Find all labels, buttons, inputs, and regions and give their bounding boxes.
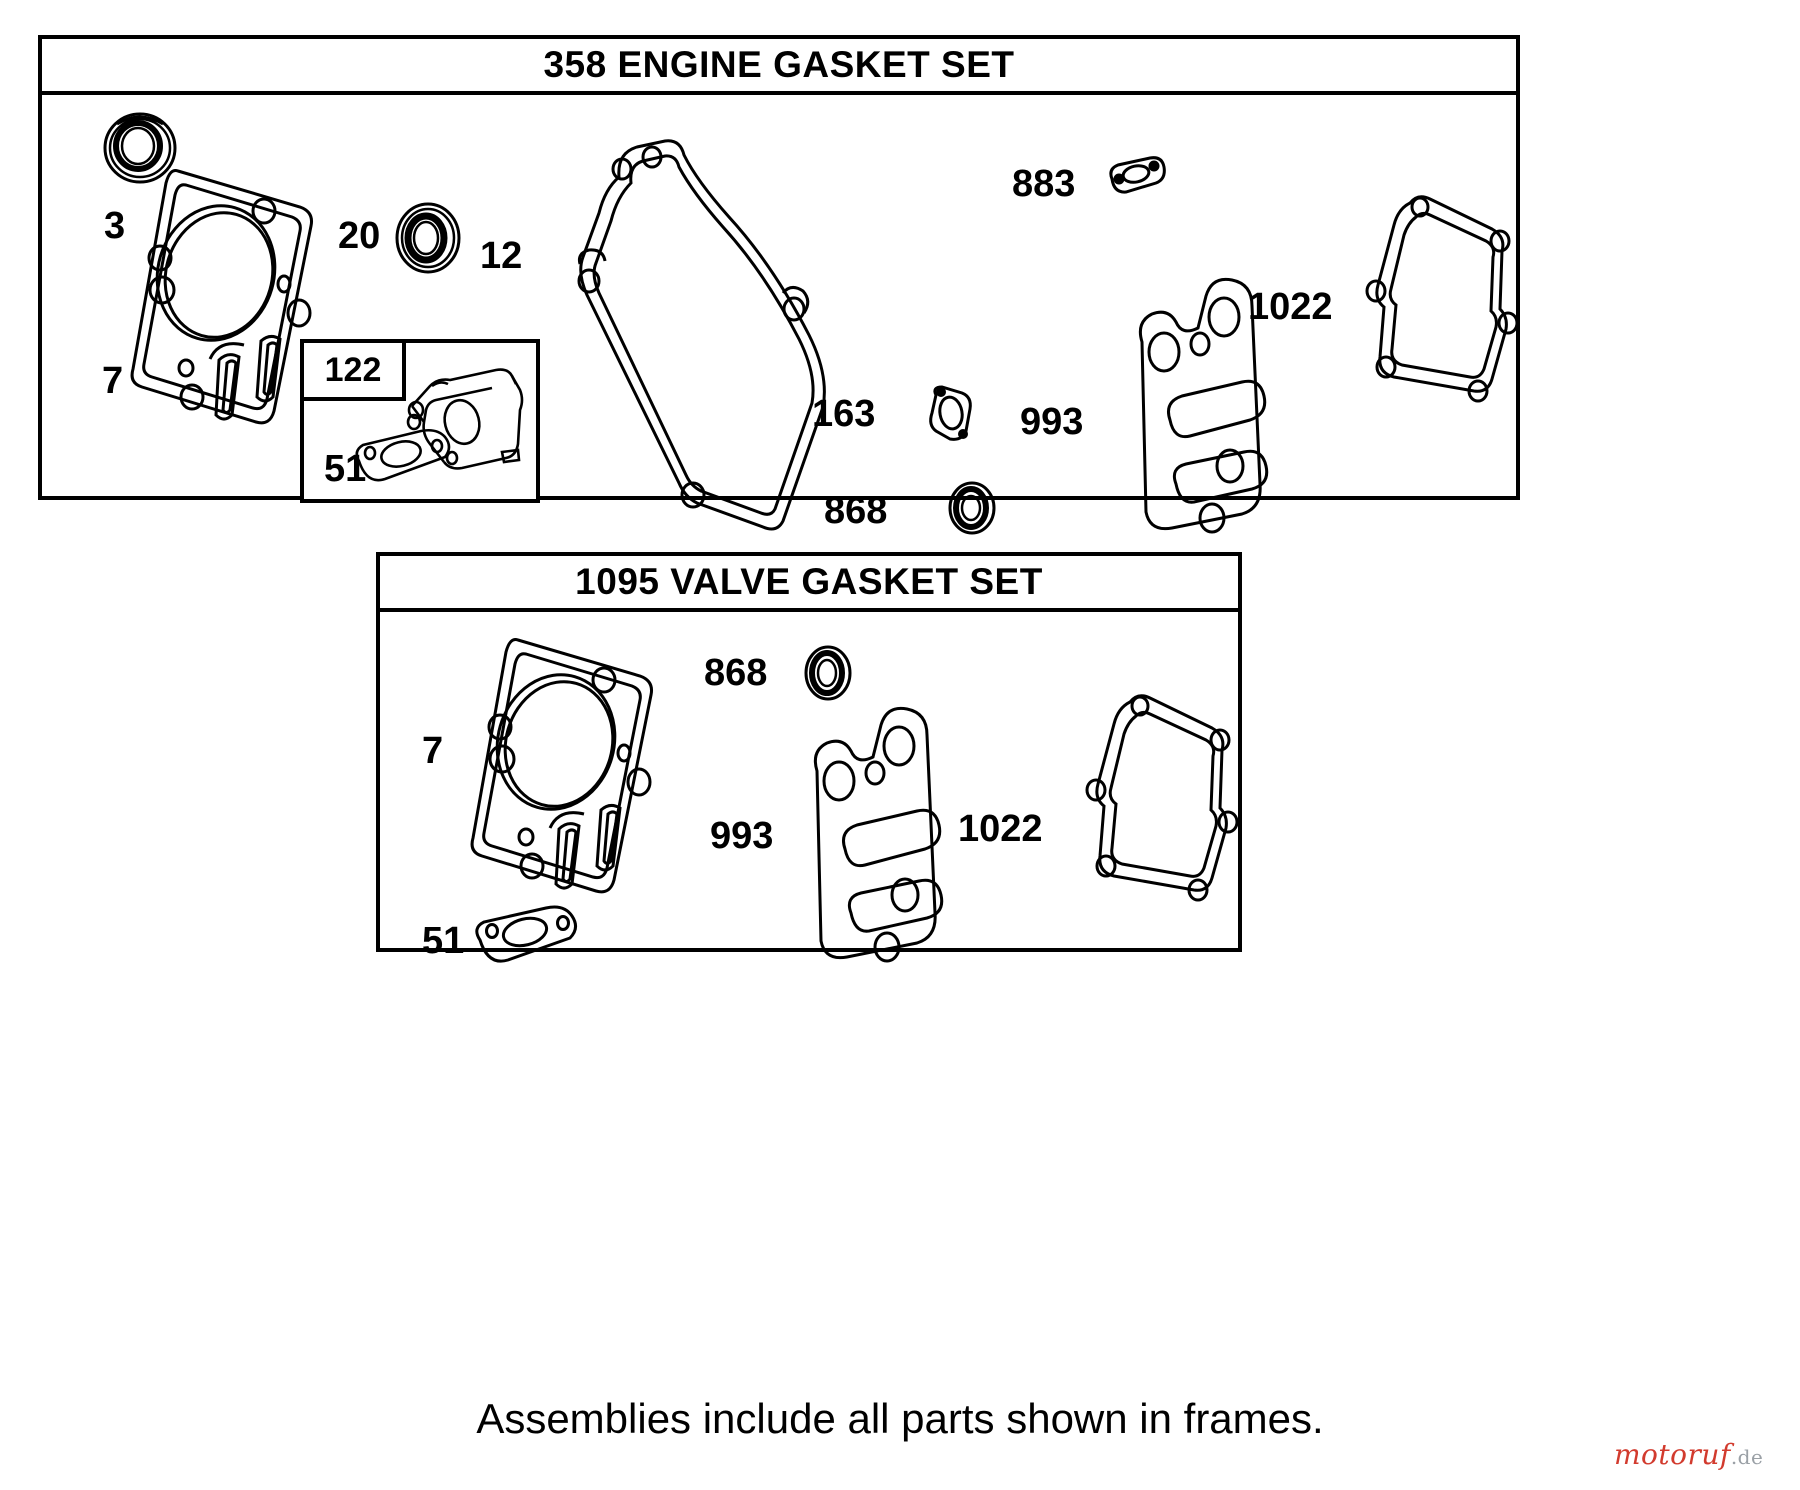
- frame-title-valve: 1095 VALVE GASKET SET: [575, 561, 1043, 602]
- part-exhaust-gasket: [1106, 155, 1168, 197]
- part-breather-gasket: [1120, 270, 1280, 535]
- subframe-tag-122: 122: [300, 339, 406, 401]
- watermark: motoruf.de: [1614, 1438, 1763, 1471]
- callout-993: 993: [1020, 401, 1084, 443]
- callout-valve-1022: 1022: [958, 808, 1043, 850]
- callout-12: 12: [480, 235, 523, 277]
- callout-valve-51: 51: [422, 920, 465, 962]
- part-oil-seal-small: [97, 108, 183, 188]
- part-intake-gasket: [926, 383, 976, 445]
- frame-body-valve: 7 51 868 993 1022: [380, 612, 1240, 963]
- watermark-brand: motoruf: [1614, 1438, 1731, 1471]
- part-valve-cover-gasket-valve: [1070, 690, 1240, 920]
- frame-title-engine: 358 ENGINE GASKET SET: [543, 44, 1015, 85]
- frame-engine-gasket-set: 358 ENGINE GASKET SET: [38, 35, 1520, 535]
- part-carburetor-gasket-valve: [470, 905, 588, 968]
- part-crankcase-gasket: [547, 117, 832, 532]
- part-cylinder-head-gasket-valve: [464, 632, 679, 907]
- diagram-caption: Assemblies include all parts shown in fr…: [476, 1395, 1324, 1442]
- frame-title-bar-valve: 1095 VALVE GASKET SET: [380, 556, 1238, 612]
- part-valve-seal-valve: [800, 644, 856, 702]
- frame-title-bar-engine: 358 ENGINE GASKET SET: [42, 39, 1516, 95]
- part-oil-seal-large: [391, 200, 465, 276]
- callout-51: 51: [324, 448, 367, 490]
- callout-20: 20: [338, 215, 381, 257]
- frame-valve-gasket-set: 1095 VALVE GASKET SET: [376, 552, 1242, 963]
- subframe-intake-manifold-group: 122: [300, 339, 540, 503]
- callout-7: 7: [102, 360, 124, 402]
- callout-3: 3: [104, 205, 126, 247]
- callout-1022: 1022: [1248, 286, 1333, 328]
- callout-valve-993: 993: [710, 815, 774, 857]
- part-valve-cover-gasket: [1350, 191, 1520, 421]
- callout-ref-122: 122: [324, 350, 382, 389]
- part-cylinder-head-gasket: [124, 163, 339, 438]
- callout-868: 868: [824, 490, 888, 532]
- part-intake-manifold: [400, 360, 532, 480]
- callout-883: 883: [1012, 163, 1076, 205]
- part-breather-gasket-valve: [795, 699, 955, 964]
- frame-body-engine: 122: [42, 95, 1519, 535]
- callout-valve-868: 868: [704, 652, 768, 694]
- watermark-suffix: .de: [1730, 1445, 1764, 1469]
- callout-valve-7: 7: [422, 730, 444, 772]
- part-carburetor-gasket-inner: [349, 428, 459, 487]
- part-valve-seal: [944, 480, 1000, 536]
- callout-163: 163: [812, 393, 876, 435]
